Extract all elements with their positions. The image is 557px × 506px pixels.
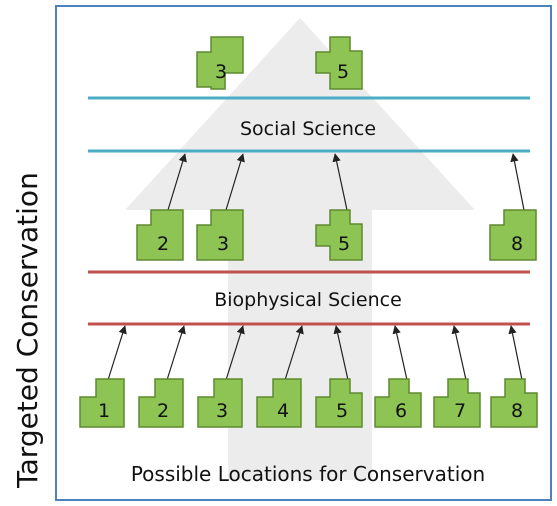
parcel-mid-5: 5 — [315, 209, 363, 261]
arrow-8 — [508, 325, 523, 381]
arrow-2 — [166, 325, 186, 381]
arrow-m3 — [225, 153, 245, 211]
svg-text:8: 8 — [511, 233, 523, 255]
possible-locations-label: Possible Locations for Conservation — [131, 462, 485, 486]
diagram-frame — [55, 5, 552, 501]
arrow-m5 — [332, 153, 348, 211]
parcel-bottom-1: 1 — [79, 378, 125, 428]
svg-text:2: 2 — [157, 233, 169, 255]
svg-text:5: 5 — [338, 233, 350, 255]
parcel-bottom-6: 6 — [374, 378, 422, 428]
parcel-bottom-2: 2 — [138, 378, 184, 428]
svg-text:3: 3 — [217, 233, 229, 255]
social-science-label: Social Science — [240, 118, 376, 140]
parcel-bottom-8: 8 — [490, 378, 538, 428]
svg-text:1: 1 — [98, 400, 110, 422]
arrow-4 — [284, 325, 304, 381]
parcel-bottom-7: 7 — [433, 378, 481, 428]
svg-text:5: 5 — [337, 61, 349, 83]
parcel-mid-3: 3 — [196, 209, 244, 261]
arrow-6 — [392, 325, 408, 381]
svg-text:8: 8 — [511, 400, 523, 422]
svg-text:2: 2 — [157, 400, 169, 422]
parcel-bottom-3: 3 — [197, 378, 243, 428]
parcel-bottom-4: 4 — [256, 378, 302, 428]
arrow-m8 — [510, 153, 525, 211]
middle-arrows — [167, 153, 525, 211]
svg-text:5: 5 — [336, 400, 348, 422]
arrow-3 — [225, 325, 245, 381]
svg-text:3: 3 — [215, 61, 227, 83]
arrow-5 — [333, 325, 349, 381]
parcel-mid-8: 8 — [489, 209, 537, 261]
svg-text:3: 3 — [216, 400, 228, 422]
arrow-m2 — [167, 153, 187, 211]
arrow-1 — [107, 325, 127, 381]
side-label: Targeted Conservation — [11, 172, 44, 489]
big-upward-arrow — [125, 18, 475, 480]
arrow-7 — [451, 325, 467, 381]
svg-text:6: 6 — [395, 400, 407, 422]
bottom-arrows — [107, 325, 523, 381]
svg-text:4: 4 — [277, 400, 289, 422]
biophysical-science-label: Biophysical Science — [214, 289, 402, 311]
parcel-bottom-5: 5 — [315, 378, 363, 428]
parcel-top-5: 5 — [315, 36, 363, 90]
parcel-top-3: 3 — [196, 36, 244, 90]
svg-text:7: 7 — [454, 400, 466, 422]
parcel-mid-2: 2 — [136, 209, 184, 261]
